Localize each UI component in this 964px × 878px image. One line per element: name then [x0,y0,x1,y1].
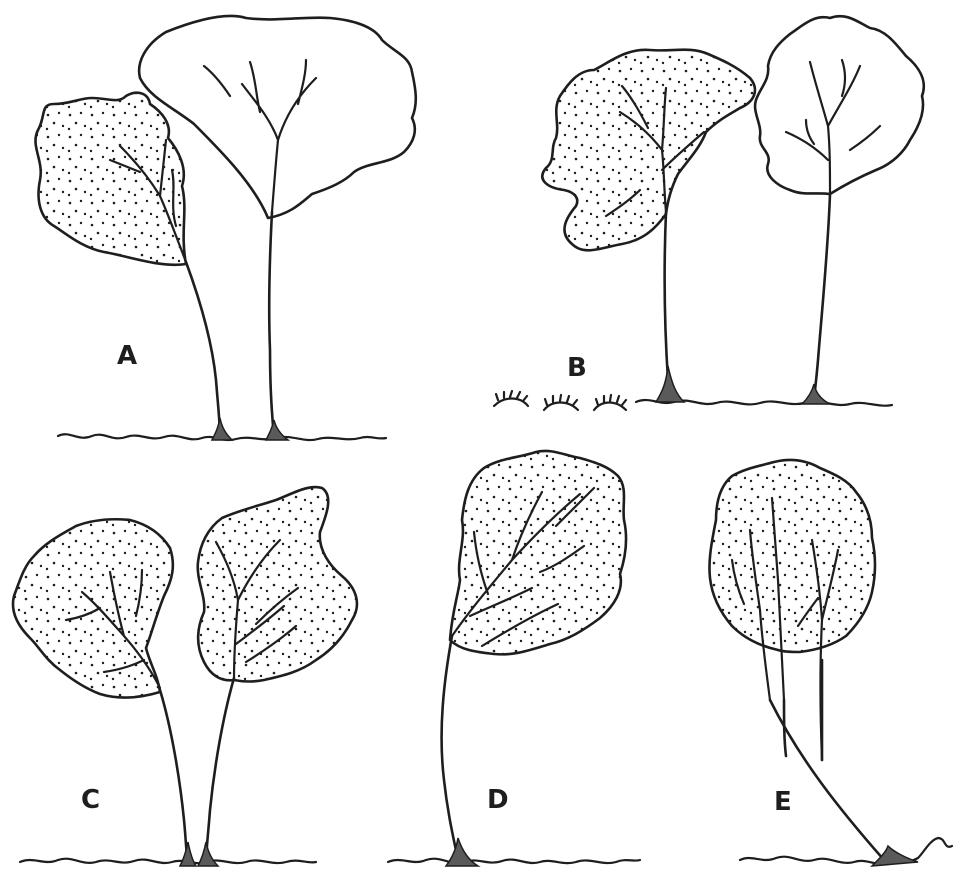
ground-line-c [20,859,316,863]
stippled-blade-e [709,460,875,652]
panel-label-d: D [487,785,509,815]
stippled-blade-a [35,93,186,265]
stippled-blade-c-right [198,487,357,681]
stipe-a-left [186,262,220,438]
stipe-d [442,636,458,860]
holdfast-b-left [656,366,684,402]
stipe-e-main [770,700,884,860]
panel-e [709,460,952,866]
panel-c [13,487,357,866]
stipe-a-right [269,212,274,438]
holdfast-a-left [212,418,232,440]
stipe-c-left [160,690,188,862]
stipe-c-right [206,678,234,862]
holdfast-c-left [180,842,196,866]
panel-a [35,16,415,440]
stippled-blade-b [542,50,755,251]
ground-line-e [740,838,952,864]
germlings-b [494,391,626,410]
holdfast-a-right [266,420,288,440]
panel-label-c: C [81,785,100,815]
panel-b [494,16,924,410]
stippled-blade-c-left [13,519,173,697]
panel-d [388,451,640,866]
panel-label-a: A [117,341,137,371]
panel-label-b: B [567,353,587,383]
stipe-b-right [814,194,830,402]
ground-line-d [388,859,640,863]
panel-label-e: E [774,787,792,817]
holdfast-d [446,838,478,866]
